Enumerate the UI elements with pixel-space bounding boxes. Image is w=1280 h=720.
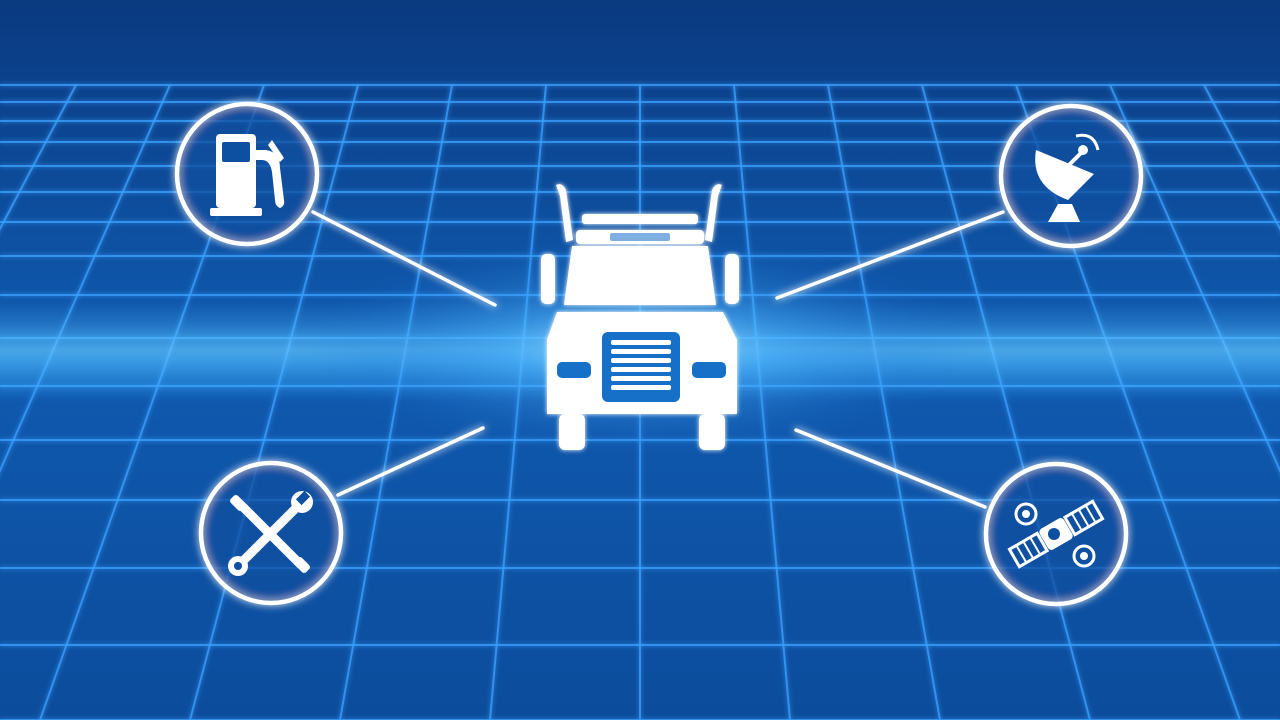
connector-lines [311,210,1005,509]
fuel-pump-display [222,142,250,162]
connector-line [336,426,485,497]
connector-line [794,428,987,509]
connector-line [775,210,1005,300]
wrench-screwdriver-icon [235,499,305,569]
fuel-circle [174,101,320,247]
connector-line [311,210,497,307]
grid-line [189,84,359,720]
satellite-circle [983,461,1129,607]
grid-line [0,84,171,474]
grid-line [1203,84,1280,231]
grid-line [1109,84,1280,474]
dish-circle [998,103,1144,249]
satellite-icon [1007,499,1105,569]
truck-grille [611,340,671,390]
grid-line [0,84,77,231]
satellite-dish-icon [1035,133,1100,222]
grid-line [921,84,1091,720]
tools-circle [198,460,344,606]
